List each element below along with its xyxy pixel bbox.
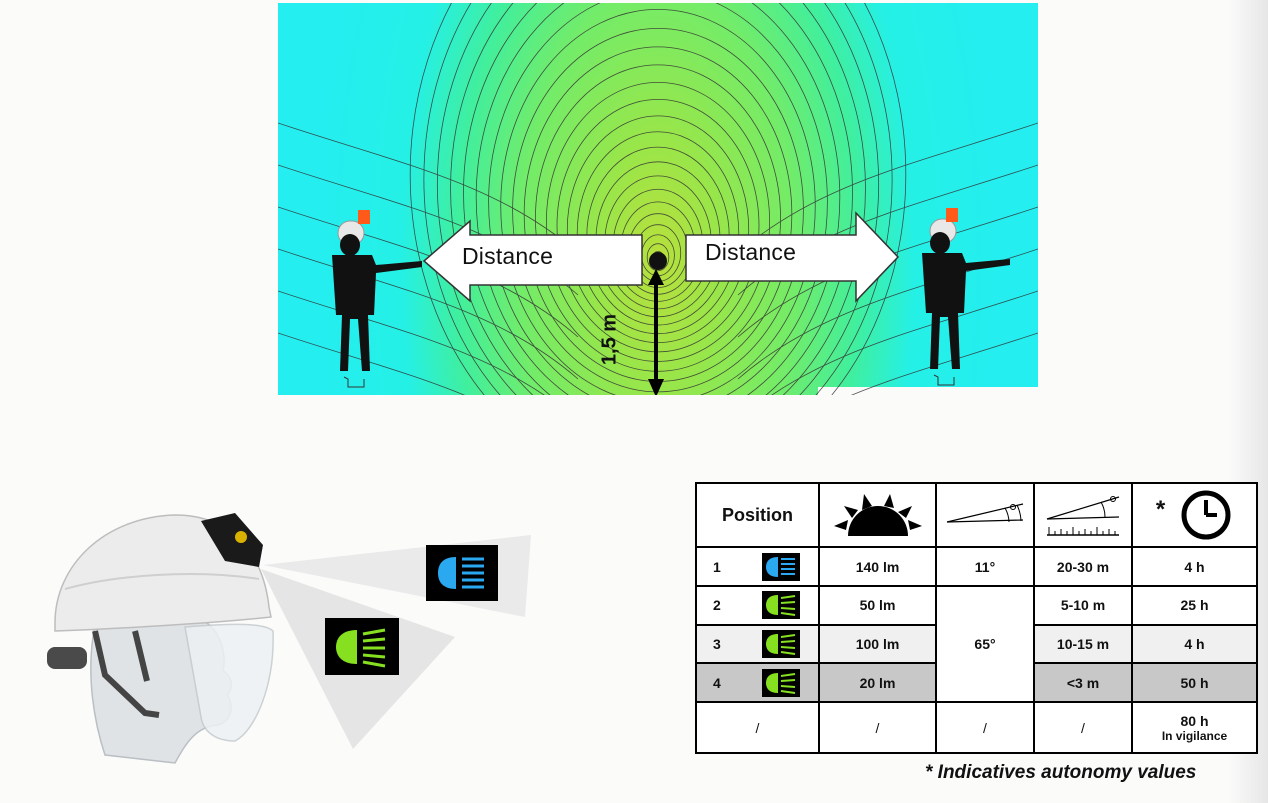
field-contour-line: [850, 332, 1038, 395]
vigilance-autonomy: 80 h: [1180, 712, 1209, 729]
position-cell: 1: [695, 546, 820, 587]
position-cell: 4: [695, 662, 820, 703]
head-lamp: [201, 513, 263, 567]
field-contour-line: [488, 3, 828, 395]
autonomy-cell: 25 h: [1131, 584, 1258, 626]
angle-cell: 65°: [935, 584, 1035, 704]
flood-mode-icon: [325, 618, 399, 675]
field-contour-line: [278, 332, 466, 395]
field-contour-line: [771, 290, 1038, 395]
autonomy-cell: 80 h In vigilance: [1131, 701, 1258, 754]
table-header-row: Position: [695, 481, 1258, 549]
position-cell: 2: [695, 584, 820, 626]
field-contour-line: [450, 3, 866, 395]
range-ruler-icon: [1033, 481, 1133, 549]
face-visor: [184, 623, 274, 742]
left-distance-arrow: [422, 219, 643, 303]
position-header: Position: [695, 481, 820, 549]
distance-left-label: Distance: [462, 243, 554, 269]
field-contour-line: [500, 9, 816, 395]
height-arrow: [648, 269, 664, 395]
range-cell: /: [1033, 701, 1133, 754]
range-cell: 5-10 m: [1033, 584, 1133, 626]
field-contour-line: [737, 122, 1038, 254]
clock-icon: [1181, 490, 1231, 540]
position-cell: /: [695, 701, 820, 754]
lamp-button: [235, 531, 247, 543]
illumination-field-graphic: [278, 3, 1038, 395]
flux-cell: 20 lm: [818, 662, 937, 703]
worker-silhouette-left: [332, 210, 422, 388]
field-contour-line: [437, 3, 879, 395]
helmet-illustration: [35, 505, 555, 775]
flux-cell: 100 lm: [818, 623, 937, 665]
field-contour-line: [646, 243, 670, 272]
flood-beam-icon: [762, 591, 800, 620]
range-cell: 10-15 m: [1033, 623, 1133, 665]
sun-icon: [818, 481, 937, 549]
flux-cell: 140 lm: [818, 546, 937, 587]
angle-cell: /: [935, 701, 1035, 754]
distance-right-label: Distance: [705, 239, 797, 265]
vigilance-note: In vigilance: [1161, 728, 1228, 743]
range-cell: 20-30 m: [1033, 546, 1133, 587]
field-contour-line: [278, 290, 545, 395]
autonomy-header: *: [1131, 481, 1258, 549]
right-distance-arrow: [685, 211, 900, 303]
flux-cell: /: [818, 701, 937, 754]
height-label: 1,5 m: [598, 313, 621, 366]
worker-silhouette-right: [922, 208, 1010, 386]
flood-beam-icon: [762, 668, 800, 697]
angle-cell: 11°: [935, 546, 1035, 587]
flux-cell: 50 lm: [818, 584, 937, 626]
helmet-ratchet: [47, 647, 87, 669]
lamp-spec-table: Position: [695, 481, 1258, 754]
field-contour-line: [475, 3, 841, 395]
position-cell: 3: [695, 623, 820, 665]
autonomy-footnote: * Indicatives autonomy values: [925, 762, 1197, 783]
field-contour-line: [423, 3, 893, 395]
field-contour-line: [463, 3, 853, 395]
spot-mode-icon: [426, 545, 498, 601]
illumination-field-diagram: Distance Distance 1,5 m: [278, 3, 1038, 395]
range-cell: <3 m: [1033, 662, 1133, 703]
table-row: 1 140 lm 11° 20-30 m 4 h: [695, 546, 1258, 587]
autonomy-cell: 50 h: [1131, 662, 1258, 703]
autonomy-cell: 4 h: [1131, 623, 1258, 665]
field-contour-line: [409, 3, 907, 395]
field-contour-line: [278, 248, 579, 380]
spot-beam-icon: [762, 552, 800, 581]
beam-angle-icon: [935, 481, 1035, 549]
autonomy-cell: 4 h: [1131, 546, 1258, 587]
field-contour-line: [278, 122, 579, 254]
table-row: 2 50 lm 65° 5-10 m 25 h: [695, 584, 1258, 704]
vigilance-row: / / / / 80 h In vigilance: [695, 701, 1258, 754]
table-row: 3 100 lm 10-15 m 4 h: [695, 623, 1258, 665]
flood-beam-icon: [762, 629, 800, 658]
table-row: 4 20 lm <3 m 50 h: [695, 662, 1258, 703]
autonomy-asterisk: *: [1155, 496, 1166, 524]
